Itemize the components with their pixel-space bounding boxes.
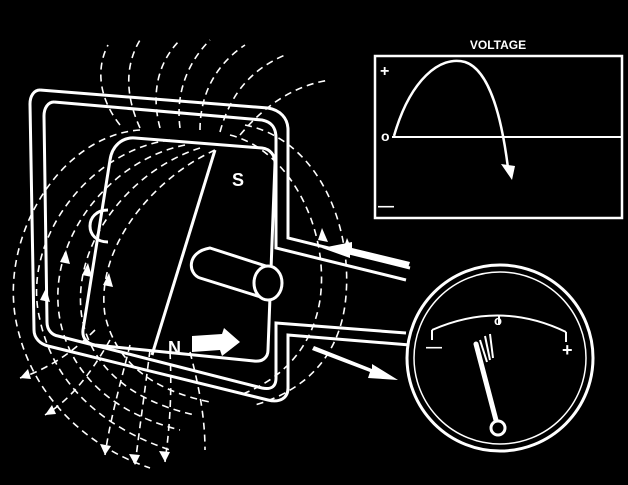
magnet-divider xyxy=(150,149,217,356)
field-line xyxy=(134,349,151,466)
field-arrow xyxy=(318,228,328,242)
field-line xyxy=(244,124,348,406)
graph-plus-label: + xyxy=(380,63,389,80)
wire-outer xyxy=(39,88,411,270)
field-line xyxy=(239,79,331,136)
needle-motion-lines xyxy=(479,333,494,363)
field-line xyxy=(103,149,216,403)
field-line xyxy=(127,39,141,129)
wire-inner-left xyxy=(42,100,407,390)
voltage-curve-arrow xyxy=(501,164,515,180)
voltage-graph: VOLTAGE + o — xyxy=(373,38,624,220)
field-arrow xyxy=(100,444,111,455)
field-arrow xyxy=(40,288,50,302)
field-line xyxy=(178,39,211,129)
field-arrow xyxy=(82,263,92,277)
field-arrow xyxy=(129,454,140,465)
magnetic-field-lines xyxy=(12,39,348,469)
field-arrow xyxy=(103,273,113,287)
field-line xyxy=(199,44,246,131)
graph-minus-label: — xyxy=(378,198,394,215)
shaft xyxy=(190,246,284,302)
meter-needle xyxy=(473,341,500,427)
north-pole-label: N xyxy=(168,338,181,358)
wire-inner xyxy=(53,100,407,282)
shaft-end xyxy=(252,264,284,302)
south-pole-label: S xyxy=(232,170,244,190)
magnet xyxy=(81,136,277,363)
shaft-body xyxy=(190,246,274,300)
magnet-slot xyxy=(88,208,109,244)
field-arrow xyxy=(20,369,31,379)
meter-minus-label: — xyxy=(426,339,442,356)
current-arrow-out xyxy=(312,346,398,380)
meter-zero-label: o xyxy=(494,313,502,328)
current-arrow-in xyxy=(322,242,410,268)
graph-title: VOLTAGE xyxy=(470,38,526,52)
field-line xyxy=(19,329,96,379)
wire-outer-left xyxy=(28,88,411,403)
magnet-body xyxy=(81,136,277,363)
wire-loop xyxy=(28,88,411,403)
field-arrow xyxy=(60,250,70,264)
field-line xyxy=(35,139,171,451)
meter-inner-ring xyxy=(413,271,587,445)
field-line xyxy=(219,54,286,133)
field-line xyxy=(100,44,121,126)
field-arrow xyxy=(159,451,170,462)
meter-pivot xyxy=(489,419,507,437)
field-line xyxy=(44,339,111,416)
graph-zero-label: o xyxy=(381,128,390,144)
current-arrows xyxy=(312,242,410,380)
field-line xyxy=(155,39,181,129)
field-line xyxy=(57,144,186,431)
field-line xyxy=(12,129,151,469)
field-line xyxy=(79,147,201,416)
field-arrow xyxy=(45,405,56,415)
voltage-curve xyxy=(392,59,510,169)
galvanometer: — o + xyxy=(405,263,595,453)
north-direction-arrow xyxy=(192,328,240,356)
field-line xyxy=(104,344,131,456)
field-line xyxy=(189,351,206,451)
meter-plus-label: + xyxy=(562,340,573,360)
